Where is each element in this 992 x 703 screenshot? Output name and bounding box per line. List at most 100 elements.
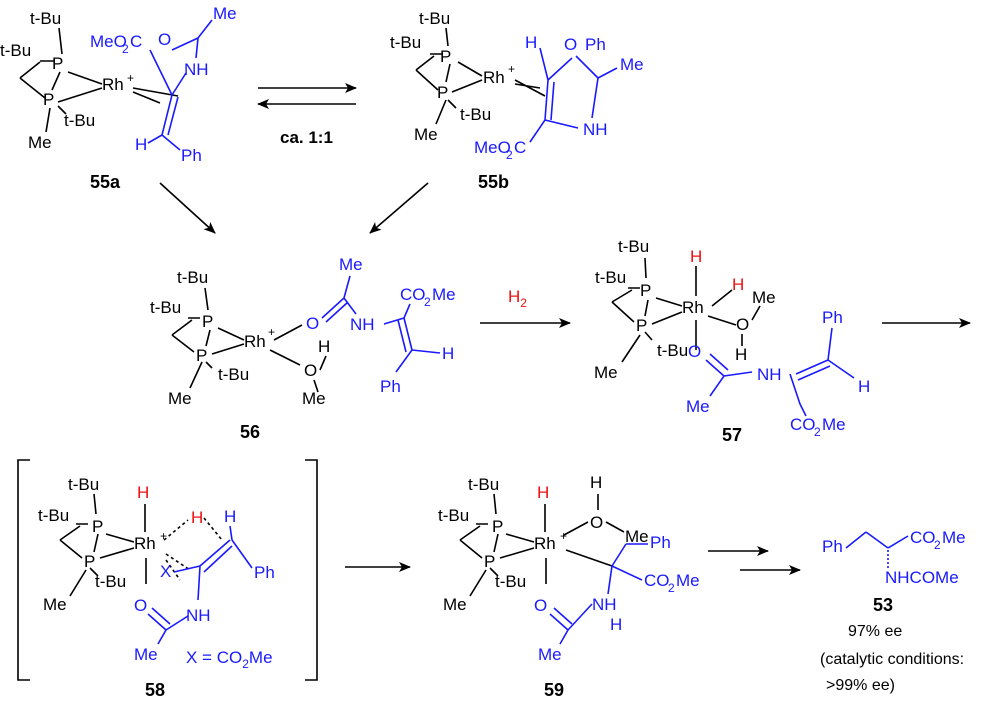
svg-text:+: + — [268, 325, 275, 339]
svg-text:Me: Me — [822, 415, 846, 434]
phosphorus-atom: P — [52, 54, 63, 73]
svg-text:NH: NH — [583, 120, 608, 139]
svg-text:O: O — [688, 342, 701, 361]
compound-label-56: 56 — [240, 422, 260, 442]
svg-text:O: O — [304, 361, 317, 380]
svg-text:CO: CO — [400, 285, 426, 304]
h2-addition-arrow: H2 — [480, 287, 571, 328]
svg-text:t-Bu: t-Bu — [438, 506, 469, 525]
svg-text:Me: Me — [339, 255, 363, 274]
svg-text:NH: NH — [592, 595, 617, 614]
svg-text:t-Bu: t-Bu — [595, 268, 626, 287]
svg-text:Ph: Ph — [254, 563, 275, 582]
svg-text:Ph: Ph — [380, 377, 401, 396]
svg-text:+: + — [508, 62, 515, 76]
svg-text:Me: Me — [594, 363, 618, 382]
svg-text:Ph: Ph — [822, 537, 843, 556]
svg-text:t-Bu: t-Bu — [657, 341, 688, 360]
svg-text:P: P — [437, 83, 448, 102]
svg-text:Rh: Rh — [244, 332, 266, 351]
svg-text:C: C — [514, 138, 526, 157]
svg-text:+: + — [160, 529, 167, 543]
svg-text:t-Bu: t-Bu — [218, 365, 249, 384]
svg-text:Me: Me — [752, 288, 776, 307]
svg-text:Me: Me — [443, 595, 467, 614]
svg-text:2: 2 — [122, 42, 129, 56]
svg-text:Me: Me — [625, 527, 649, 546]
svg-text:t-Bu: t-Bu — [95, 572, 126, 591]
svg-text:t-Bu: t-Bu — [618, 237, 649, 256]
compound-58: t-Bu t-Bu P P Rh + t-Bu Me H H X H Ph O … — [17, 459, 318, 700]
svg-text:O: O — [306, 314, 319, 333]
svg-text:H: H — [442, 344, 454, 363]
svg-text:CO: CO — [790, 415, 816, 434]
compound-53: Ph CO 2 Me NHCOMe 53 97% ee (catalytic c… — [820, 528, 966, 694]
svg-text:H: H — [590, 473, 602, 492]
svg-text:2: 2 — [814, 425, 821, 439]
svg-text:2: 2 — [934, 538, 941, 552]
svg-text:NH: NH — [757, 365, 782, 384]
svg-text:P: P — [196, 346, 207, 365]
svg-text:+: + — [127, 71, 134, 85]
svg-text:O: O — [158, 30, 171, 49]
svg-text:P: P — [640, 281, 651, 300]
reaction-arrow — [369, 182, 429, 234]
svg-text:H: H — [610, 615, 622, 634]
svg-text:H: H — [224, 507, 236, 526]
svg-text:O: O — [134, 596, 147, 615]
tbu-label: t-Bu — [64, 111, 95, 130]
svg-text:+: + — [560, 529, 567, 543]
svg-text:2: 2 — [424, 295, 431, 309]
svg-text:CO: CO — [910, 528, 936, 547]
svg-text:t-Bu: t-Bu — [38, 506, 69, 525]
equilibrium-arrows: ca. 1:1 — [257, 83, 357, 147]
catalytic-conditions-note: (catalytic conditions: — [820, 651, 964, 668]
svg-text:t-Bu: t-Bu — [150, 298, 181, 317]
svg-text:Me: Me — [302, 389, 326, 408]
svg-text:Me: Me — [414, 125, 438, 144]
compound-label-59: 59 — [544, 680, 564, 700]
svg-text:MeO: MeO — [90, 32, 127, 51]
compound-56: t-Bu t-Bu P P Rh + t-Bu Me O H Me O Me N… — [150, 255, 456, 442]
svg-text:t-Bu: t-Bu — [468, 475, 499, 494]
svg-text:Me: Me — [942, 528, 966, 547]
svg-text:Rh: Rh — [534, 534, 556, 553]
svg-text:MeO: MeO — [474, 138, 511, 157]
svg-text:Me: Me — [432, 285, 456, 304]
rhodium-atom: Rh — [102, 75, 124, 94]
compound-label-55a: 55a — [90, 172, 121, 192]
svg-text:O: O — [564, 35, 577, 54]
methyl-label: Me — [28, 133, 52, 152]
svg-text:O: O — [736, 315, 749, 334]
phosphorus-atom: P — [43, 90, 54, 109]
svg-text:H: H — [732, 275, 744, 294]
svg-text:P: P — [484, 552, 495, 571]
svg-text:O: O — [534, 596, 547, 615]
svg-text:Rh: Rh — [134, 534, 156, 553]
svg-text:NH: NH — [186, 606, 211, 625]
compound-label-57: 57 — [722, 425, 742, 445]
tbu-label: t-Bu — [0, 41, 31, 60]
svg-text:P: P — [636, 316, 647, 335]
svg-text:O: O — [590, 513, 603, 532]
svg-text:Ph: Ph — [181, 146, 202, 165]
svg-text:Me: Me — [620, 55, 644, 74]
svg-text:H: H — [690, 247, 702, 266]
svg-text:C: C — [130, 32, 142, 51]
svg-text:Rh: Rh — [483, 68, 505, 87]
svg-text:Me: Me — [168, 389, 192, 408]
svg-text:Me: Me — [43, 595, 67, 614]
svg-text:H: H — [191, 508, 203, 527]
svg-text:t-Bu: t-Bu — [460, 105, 491, 124]
svg-text:Me: Me — [686, 397, 710, 416]
svg-text:t-Bu: t-Bu — [177, 268, 208, 287]
svg-text:t-Bu: t-Bu — [495, 572, 526, 591]
svg-text:CO: CO — [644, 571, 670, 590]
svg-text:P: P — [492, 517, 503, 536]
h2-reagent: H2 — [508, 287, 527, 310]
svg-text:Me: Me — [676, 571, 700, 590]
svg-text:P: P — [440, 47, 451, 66]
svg-text:Ph: Ph — [650, 533, 671, 552]
svg-text:H: H — [137, 483, 149, 502]
